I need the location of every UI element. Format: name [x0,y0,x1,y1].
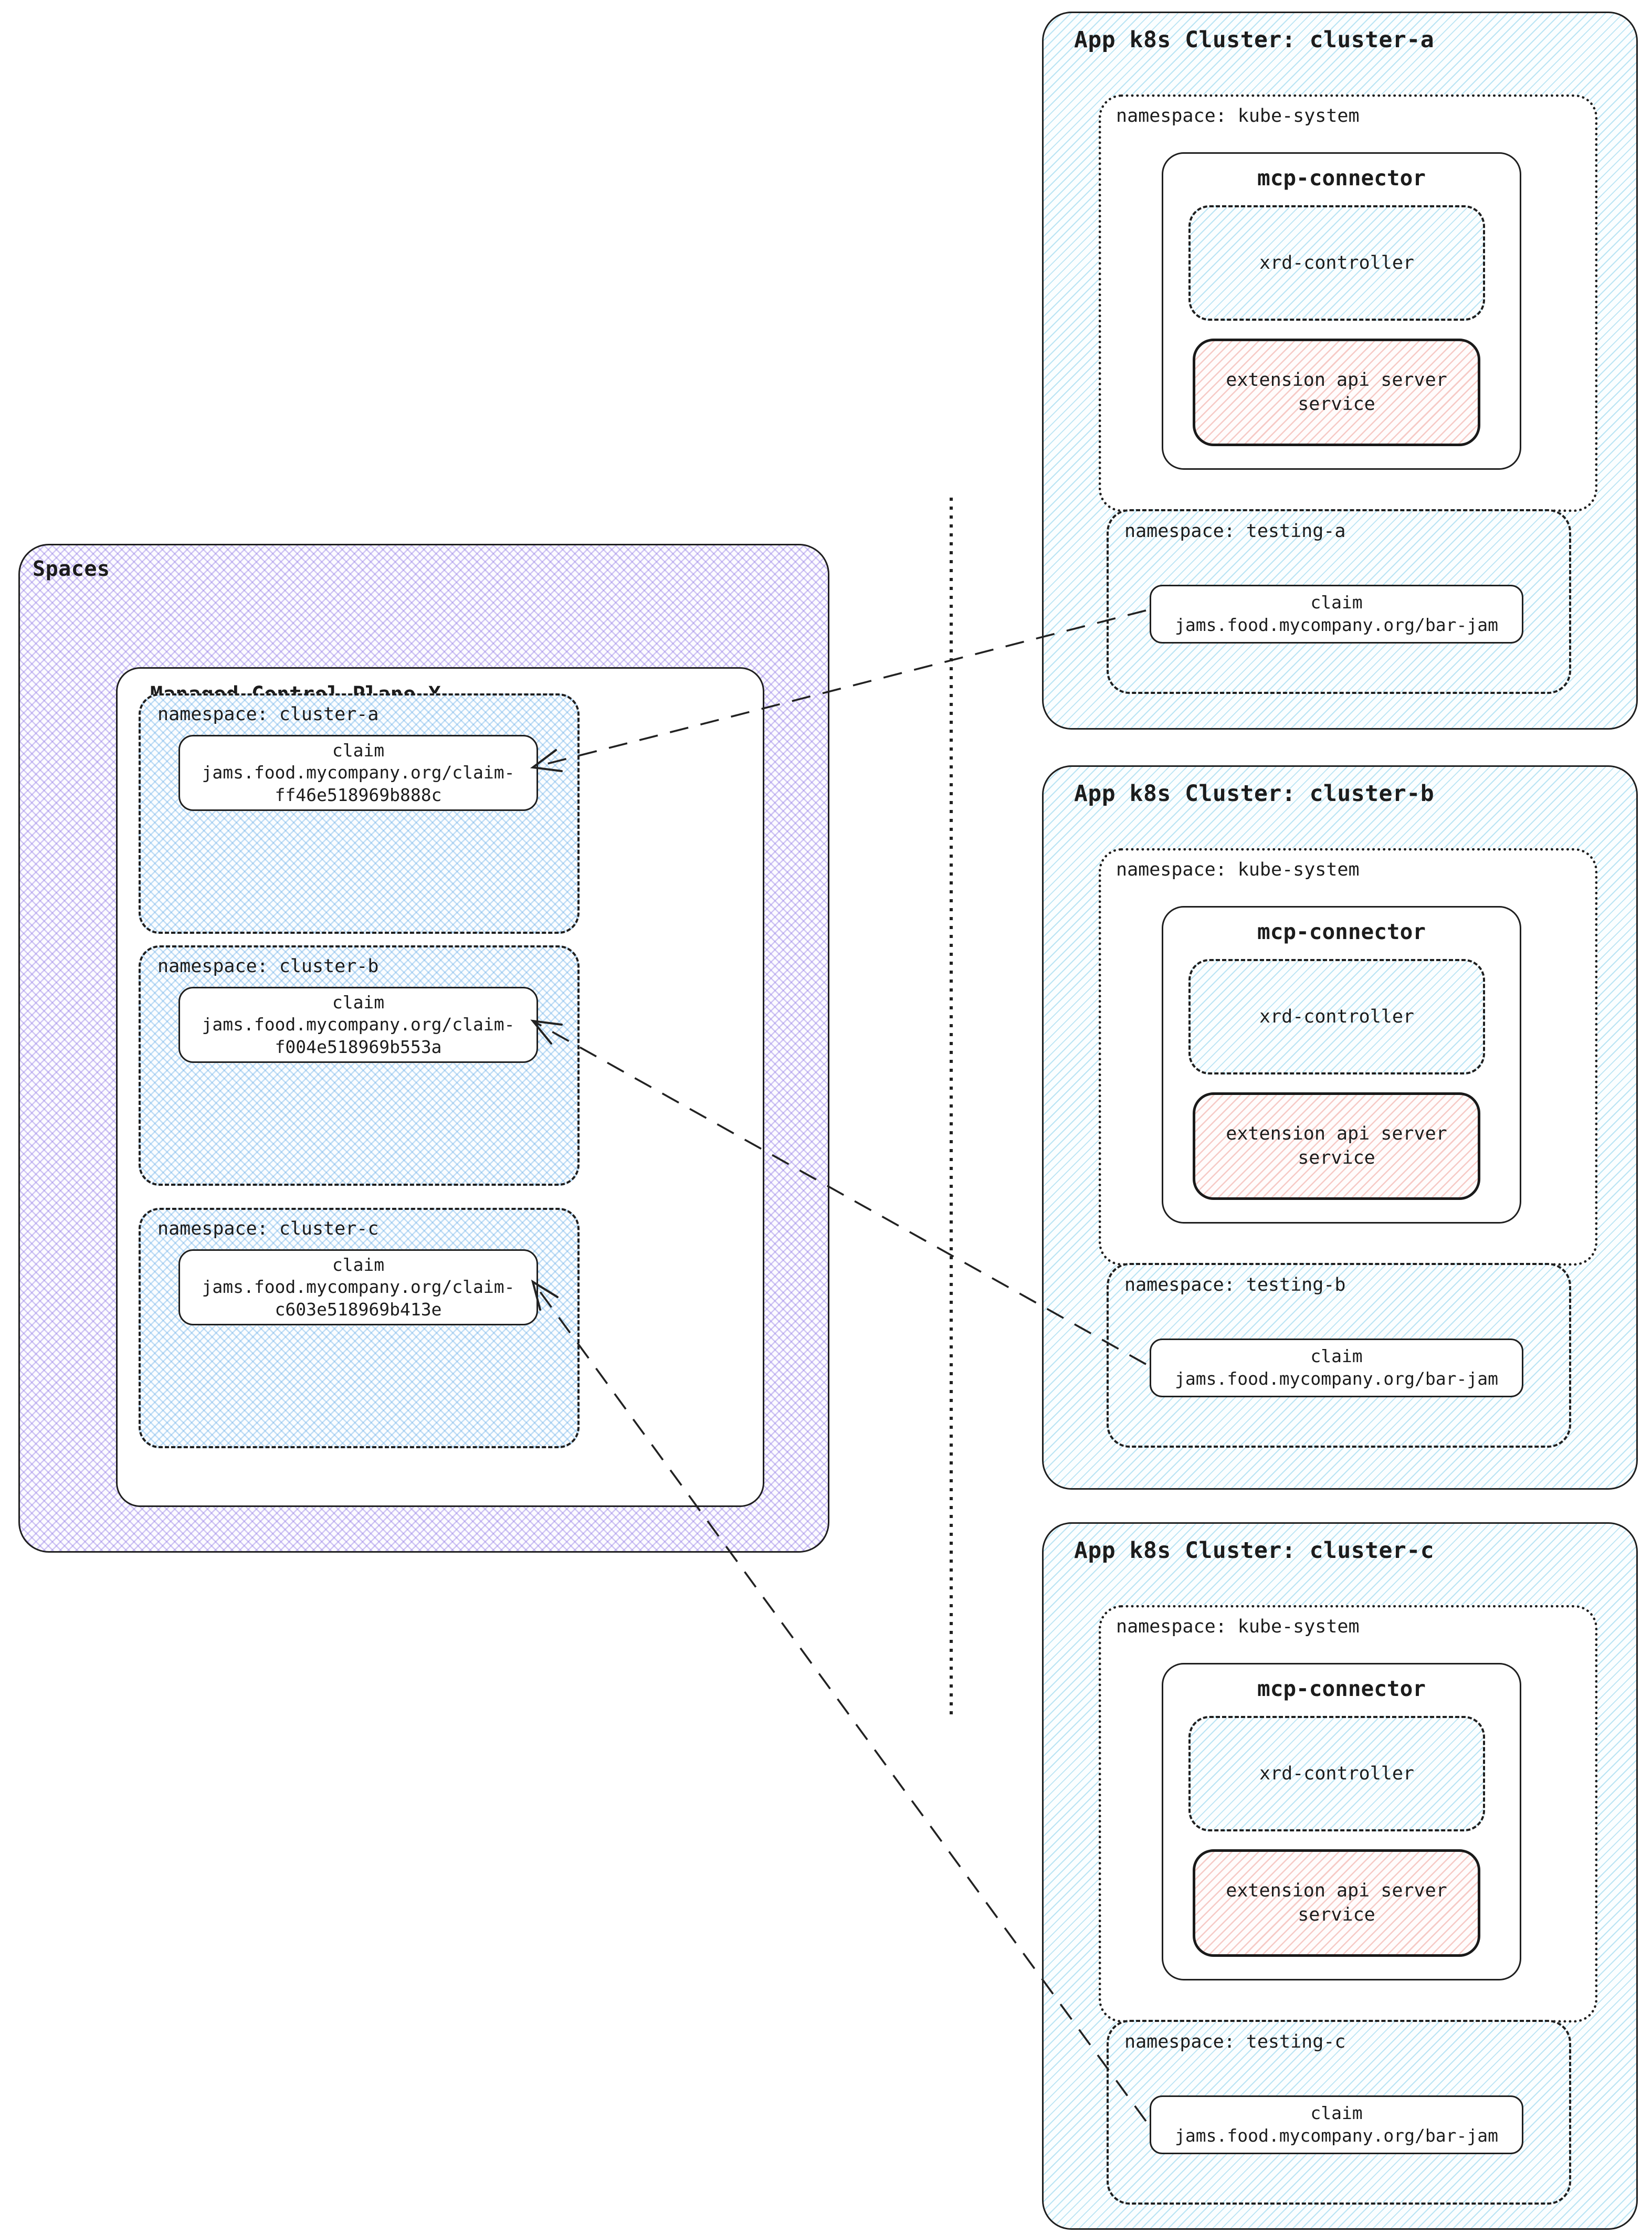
kube-system-namespace-a: namespace: kube-system mcp-connector xrd… [1099,94,1597,512]
claim-testing-a: claim jams.food.mycompany.org/bar-jam [1150,585,1523,644]
spaces-title: Spaces [33,557,110,581]
namespace-cluster-b-label: namespace: cluster-b [157,956,379,977]
testing-namespace-a: namespace: testing-a claim jams.food.myc… [1107,509,1571,694]
extension-line2: service [1298,1147,1375,1168]
claim-title: claim [1310,2103,1363,2124]
claim-line: jams.food.mycompany.org/bar-jam [1175,615,1498,635]
namespace-cluster-b: namespace: cluster-b claim jams.food.myc… [139,945,580,1186]
extension-line1: extension api server [1226,1123,1447,1144]
mcp-connector-title: mcp-connector [1257,165,1426,191]
namespace-cluster-a-label: namespace: cluster-a [157,704,379,725]
extension-api-server-c: extension api server service [1193,1849,1480,1957]
extension-line2: service [1298,393,1375,415]
claim-title: claim [332,1255,385,1276]
app-cluster-b: App k8s Cluster: cluster-b namespace: ku… [1042,765,1638,1490]
app-cluster-b-title: App k8s Cluster: cluster-b [1074,781,1435,807]
kube-system-namespace-b: namespace: kube-system mcp-connector xrd… [1099,848,1597,1266]
claim-line: jams.food.mycompany.org/bar-jam [1175,2125,1498,2146]
xrd-controller-a: xrd-controller [1188,205,1485,321]
kube-system-namespace-c: namespace: kube-system mcp-connector xrd… [1099,1605,1597,2022]
mcp-connector-c: mcp-connector xrd-controller extension a… [1162,1663,1521,1980]
xrd-controller-label: xrd-controller [1259,252,1414,273]
claim-line2: ff46e518969b888c [275,784,442,805]
xrd-controller-label: xrd-controller [1259,1763,1414,1784]
managed-control-plane: Managed Control Plane X namespace: clust… [116,667,764,1507]
claim-line: jams.food.mycompany.org/bar-jam [1175,1368,1498,1389]
mcp-connector-a: mcp-connector xrd-controller extension a… [1162,152,1521,470]
mcp-connector-title: mcp-connector [1257,1676,1426,1701]
extension-line1: extension api server [1226,370,1447,391]
spaces-container: Spaces Managed Control Plane X namespace… [18,544,829,1553]
claim-title: claim [332,992,385,1013]
xrd-controller-label: xrd-controller [1259,1006,1414,1027]
kube-system-label: namespace: kube-system [1116,1616,1360,1637]
mcp-connector-title: mcp-connector [1257,919,1426,944]
app-cluster-a-title: App k8s Cluster: cluster-a [1074,27,1435,53]
testing-a-label: namespace: testing-a [1124,521,1346,542]
app-cluster-c-title: App k8s Cluster: cluster-c [1074,1537,1435,1564]
claim-line1: jams.food.mycompany.org/claim- [202,1014,515,1035]
testing-b-label: namespace: testing-b [1124,1274,1346,1295]
extension-api-server-b: extension api server service [1193,1092,1480,1200]
claim-cluster-b: claim jams.food.mycompany.org/claim- f00… [178,987,538,1063]
xrd-controller-c: xrd-controller [1188,1716,1485,1831]
claim-title: claim [332,740,385,761]
kube-system-label: namespace: kube-system [1116,106,1360,127]
extension-line2: service [1298,1904,1375,1925]
claim-testing-c: claim jams.food.mycompany.org/bar-jam [1150,2095,1523,2154]
claim-cluster-a: claim jams.food.mycompany.org/claim- ff4… [178,735,538,811]
extension-api-server-a: extension api server service [1193,339,1480,446]
claim-line1: jams.food.mycompany.org/claim- [202,1277,515,1298]
claim-title: claim [1310,592,1363,613]
xrd-controller-b: xrd-controller [1188,959,1485,1074]
app-cluster-c: App k8s Cluster: cluster-c namespace: ku… [1042,1522,1638,2230]
claim-line2: f004e518969b553a [275,1036,442,1057]
claim-testing-b: claim jams.food.mycompany.org/bar-jam [1150,1339,1523,1397]
claim-line1: jams.food.mycompany.org/claim- [202,762,515,783]
kube-system-label: namespace: kube-system [1116,859,1360,880]
testing-namespace-b: namespace: testing-b claim jams.food.myc… [1107,1263,1571,1448]
app-cluster-a: App k8s Cluster: cluster-a namespace: ku… [1042,12,1638,730]
claim-line2: c603e518969b413e [275,1299,442,1320]
namespace-cluster-c: namespace: cluster-c claim jams.food.myc… [139,1208,580,1448]
mcp-connector-b: mcp-connector xrd-controller extension a… [1162,906,1521,1224]
claim-cluster-c: claim jams.food.mycompany.org/claim- c60… [178,1249,538,1325]
extension-line1: extension api server [1226,1880,1447,1901]
claim-title: claim [1310,1346,1363,1367]
testing-c-label: namespace: testing-c [1124,2031,1346,2052]
namespace-cluster-c-label: namespace: cluster-c [157,1218,379,1239]
namespace-cluster-a: namespace: cluster-a claim jams.food.myc… [139,693,580,934]
testing-namespace-c: namespace: testing-c claim jams.food.myc… [1107,2020,1571,2205]
